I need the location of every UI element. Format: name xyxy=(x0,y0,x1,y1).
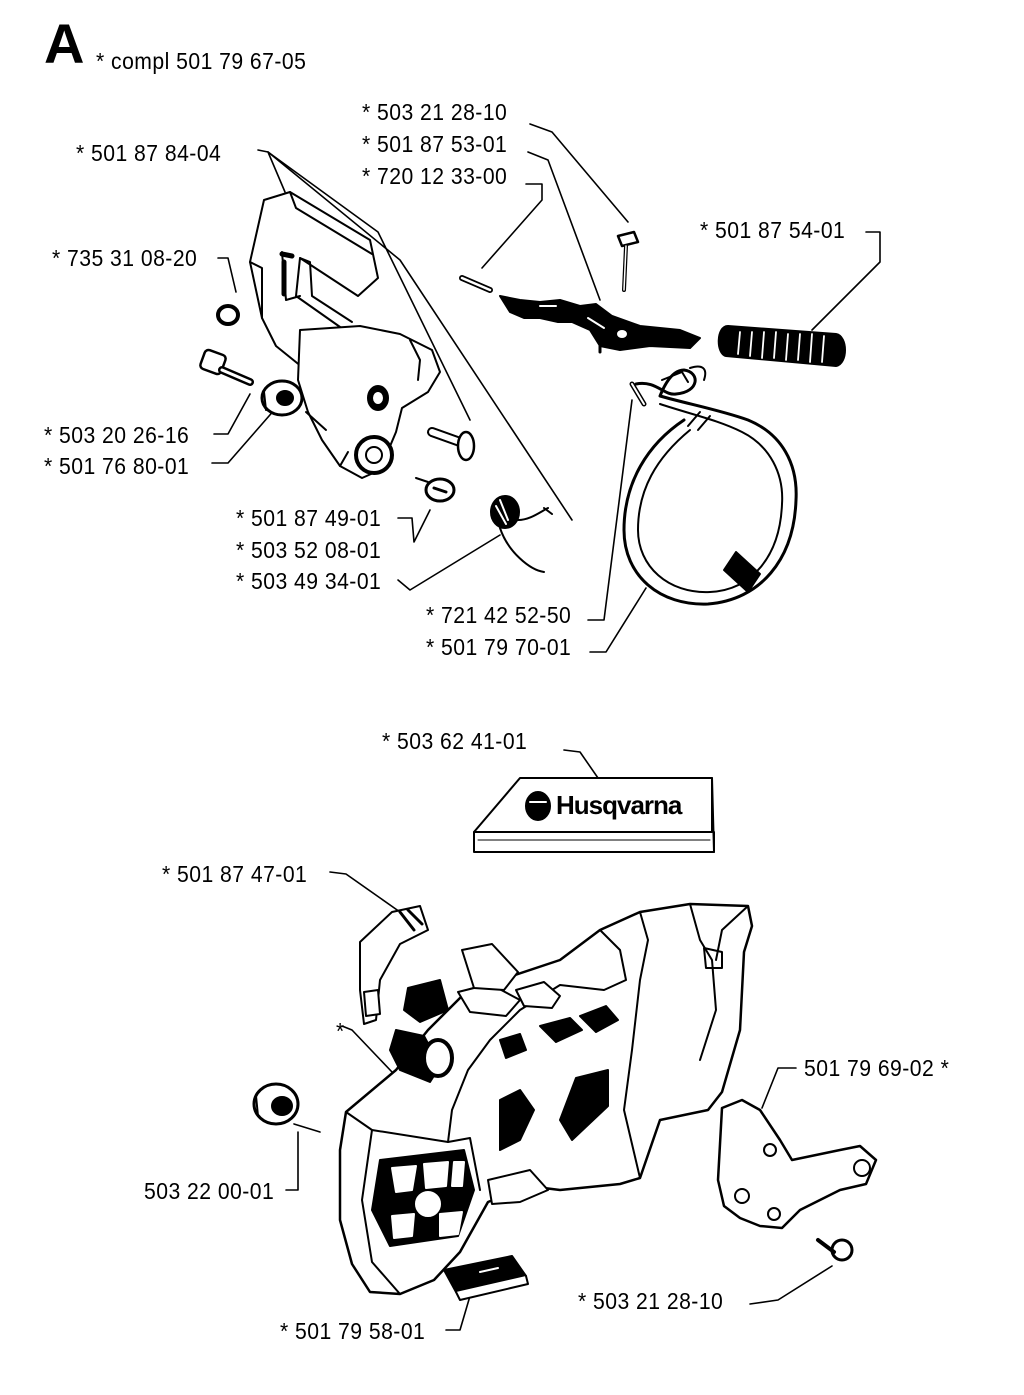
shoulder-bolt-part xyxy=(199,348,254,386)
leader-lines xyxy=(211,123,881,1331)
part-label: * 501 87 47-01 xyxy=(162,861,308,887)
decal-brand-text: Husqvarna xyxy=(556,790,683,820)
pivot-bolt-part xyxy=(427,427,476,462)
section-letter: A xyxy=(44,12,85,75)
part-label: * 501 87 53-01 xyxy=(362,131,508,157)
part-label: * 721 42 52-50 xyxy=(426,602,572,628)
pin-part xyxy=(459,275,493,293)
part-label: * 720 12 33-00 xyxy=(362,163,508,189)
chain-catcher-part xyxy=(716,1098,878,1230)
part-label: * 503 20 26-16 xyxy=(44,422,190,448)
part-label: * 501 79 70-01 xyxy=(426,634,572,660)
part-label: * 735 31 08-20 xyxy=(52,245,198,271)
cover-nut-part xyxy=(252,1082,300,1126)
band-rivet-part xyxy=(629,381,647,407)
nut-part xyxy=(260,379,304,417)
part-label: * 503 21 28-10 xyxy=(578,1288,724,1314)
screw-part xyxy=(415,477,456,503)
brake-band-part xyxy=(622,365,798,606)
lever-screw-part xyxy=(616,230,640,292)
spring-part xyxy=(490,495,553,573)
washer-part xyxy=(216,304,240,326)
part-label: * 503 52 08-01 xyxy=(236,537,382,563)
clutch-cover-part xyxy=(338,902,754,1296)
part-label: * 503 49 34-01 xyxy=(236,568,382,594)
decal-plate-part xyxy=(473,777,715,853)
part-label: * 501 87 84-04 xyxy=(76,140,222,166)
catcher-screw-part xyxy=(816,1238,854,1262)
part-label: * 501 76 80-01 xyxy=(44,453,190,479)
part-label: * 501 87 54-01 xyxy=(700,217,846,243)
felt-pad-part xyxy=(443,1255,529,1301)
part-label: * 503 21 28-10 xyxy=(362,99,508,125)
part-label: 501 79 69-02 * xyxy=(804,1055,950,1081)
part-label: * xyxy=(336,1018,345,1044)
kit-label: * compl 501 79 67-05 xyxy=(96,48,307,74)
part-label: 503 22 00-01 xyxy=(144,1178,275,1204)
part-label: * 501 87 49-01 xyxy=(236,505,382,531)
brake-housing-part xyxy=(297,325,441,479)
guide-plate-part xyxy=(359,905,429,1025)
part-label: * 503 62 41-01 xyxy=(382,728,528,754)
brake-lever-part xyxy=(499,295,701,354)
part-label: * 501 79 58-01 xyxy=(280,1318,426,1344)
hand-grip-part xyxy=(717,325,846,367)
